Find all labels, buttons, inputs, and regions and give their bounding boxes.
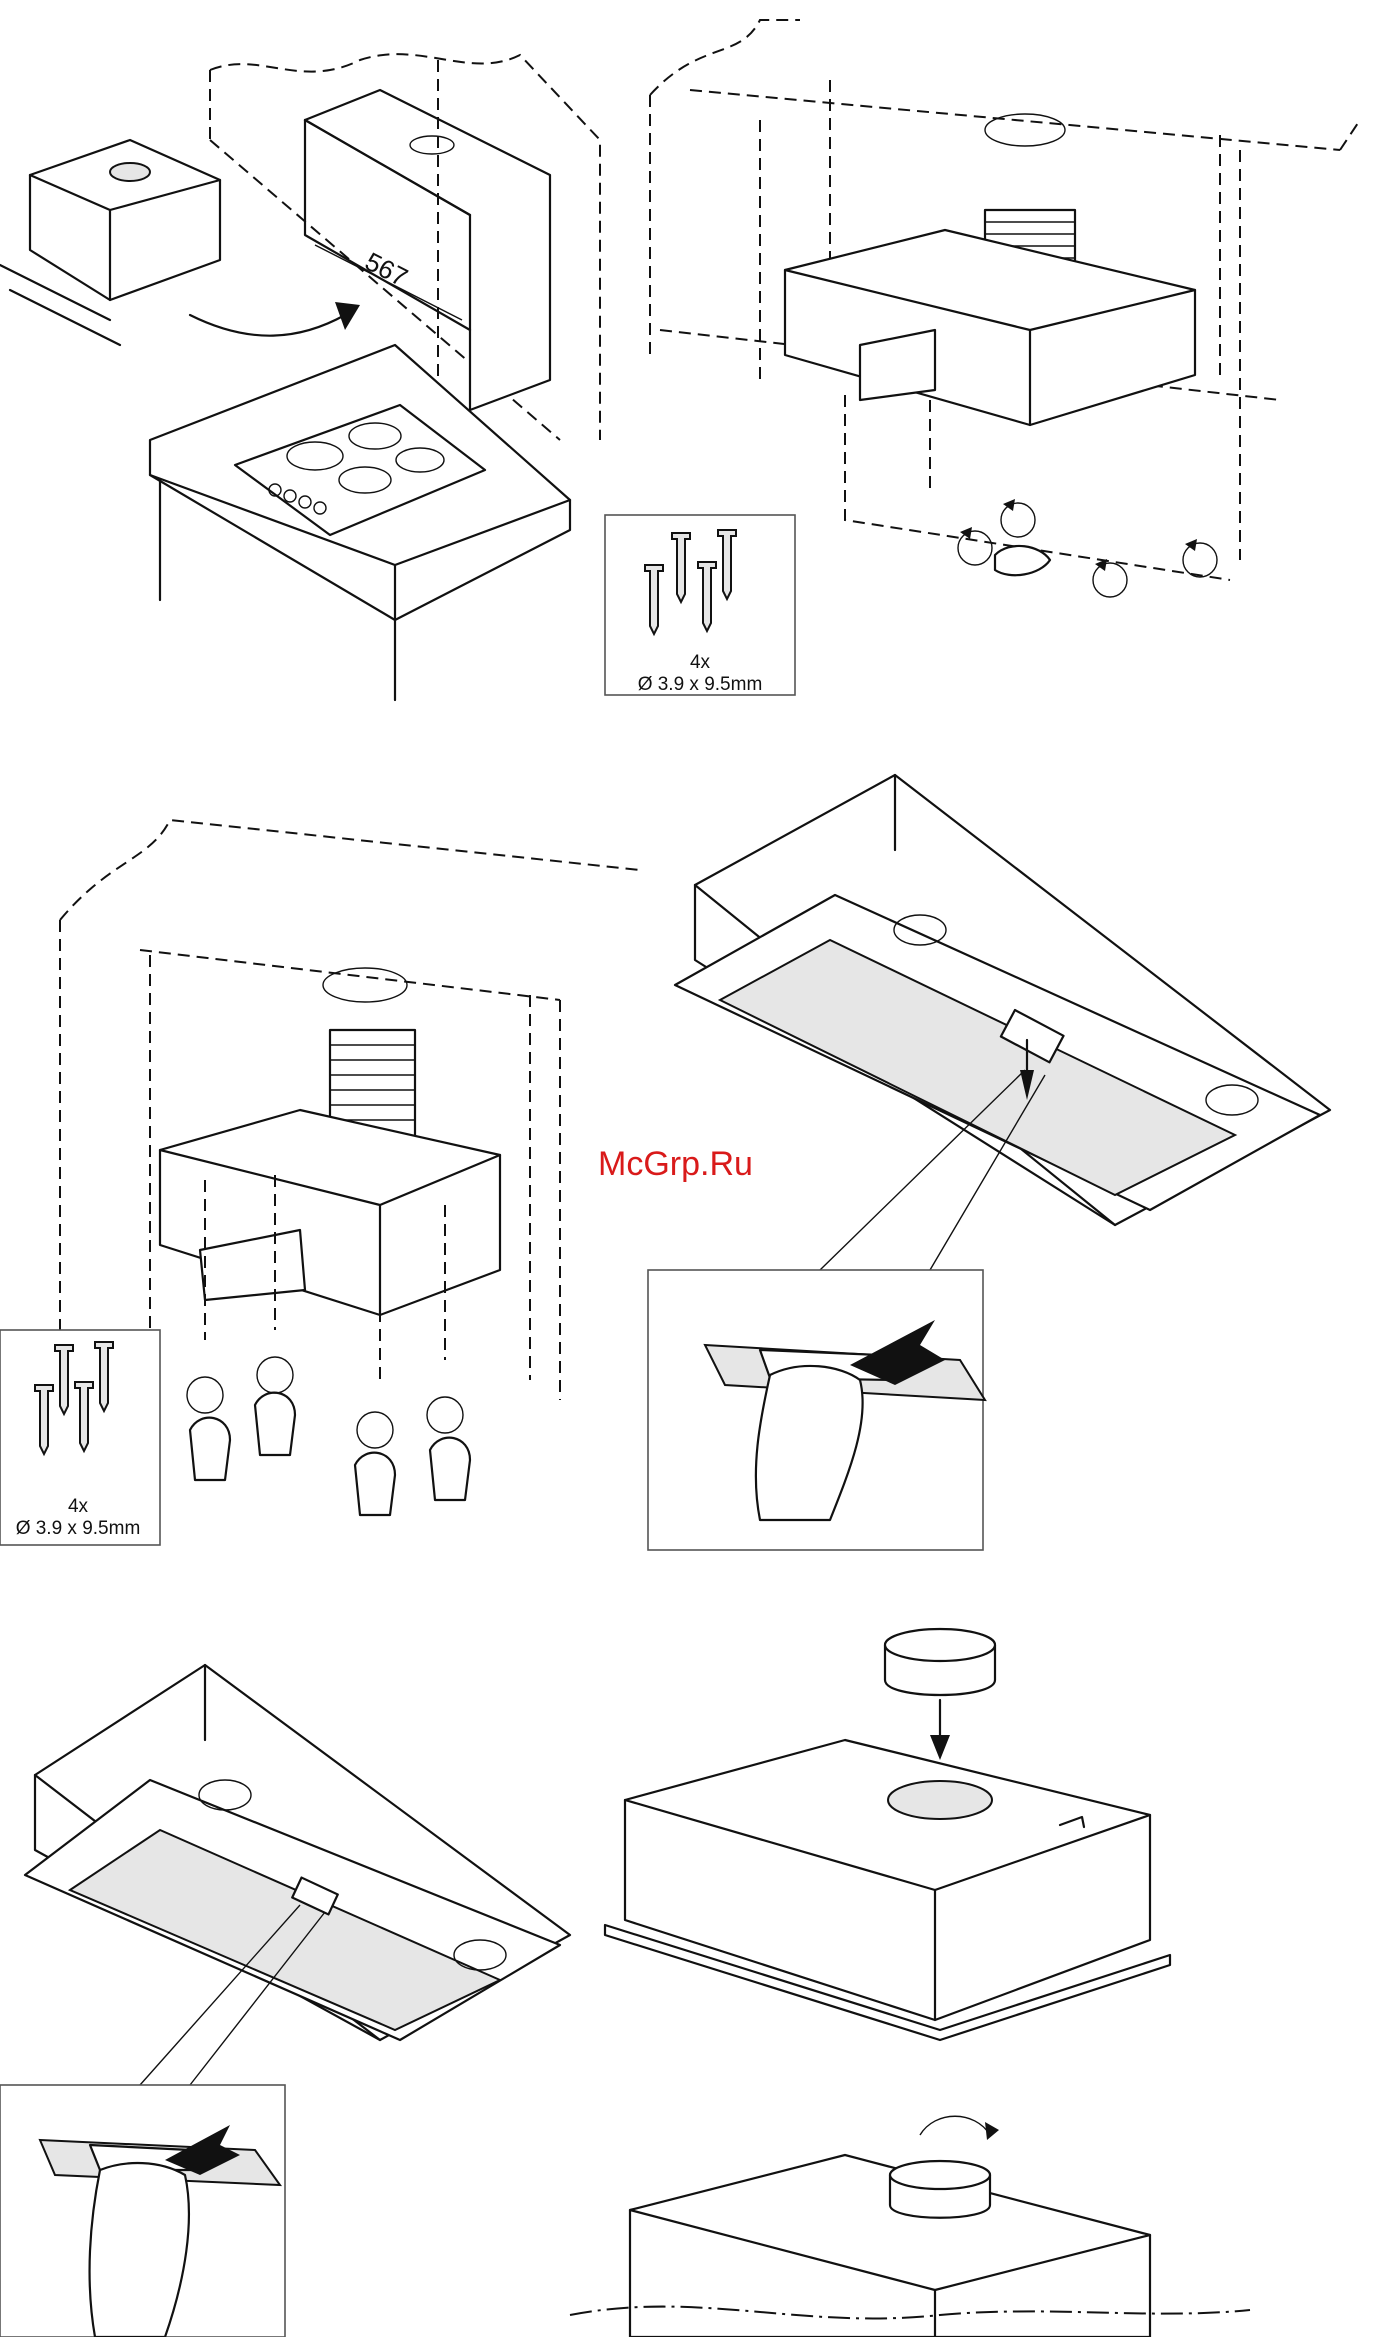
- panel-3-bottom-screws: 4x Ø 3.9 x 9.5mm: [0, 820, 640, 1545]
- dimension-567: 567: [360, 246, 412, 292]
- panel-6-duct-collar: [605, 1629, 1170, 2040]
- panel-2-side-screws: 4x Ø 3.9 x 9.5mm: [605, 20, 1360, 695]
- panel-5-filter-release: [0, 1665, 570, 2337]
- screw-rotation-icons: [958, 499, 1217, 597]
- screw-size: Ø 3.9 x 9.5mm: [16, 1518, 141, 1539]
- watermark-text: McGrp.Ru: [598, 1145, 753, 1183]
- screw-size: Ø 3.9 x 9.5mm: [638, 674, 763, 695]
- screwdriver-hand-icons: [187, 1357, 470, 1515]
- screw-count: 4x: [690, 652, 711, 673]
- panel-7-collar-twist: [570, 2116, 1250, 2337]
- panel-1-placement: 567: [0, 54, 600, 700]
- screw-count: 4x: [68, 1496, 89, 1517]
